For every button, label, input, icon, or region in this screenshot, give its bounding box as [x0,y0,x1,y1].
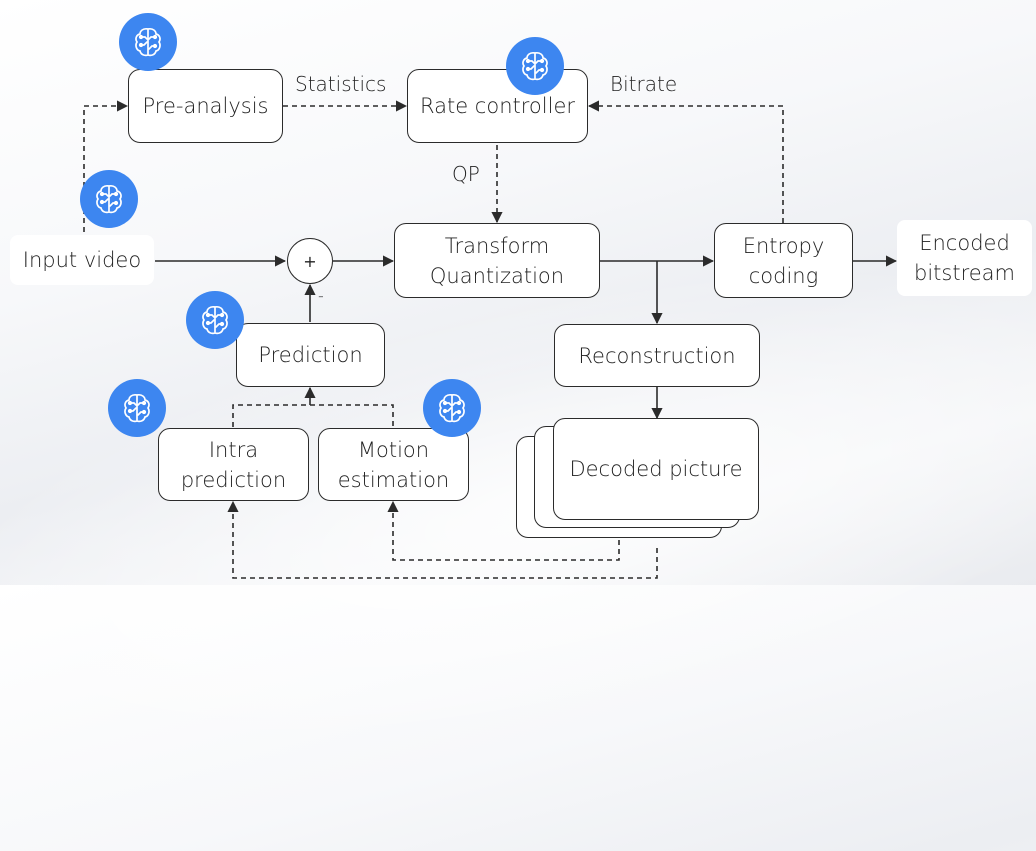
minus-label: - [318,286,324,305]
entropy-coding-node: Entropy coding [714,223,853,298]
edge-feedback-merge [232,404,394,427]
decoded-picture-node: Decoded picture [553,418,759,520]
encoded-bitstream-node: Encoded bitstream [897,220,1032,296]
intra-prediction-node: Intra prediction [158,428,309,501]
brain-circuit-icon [506,37,564,95]
motion-estimation-node: Motion estimation [318,428,469,501]
transform-quantization-node: Transform Quantization [394,223,600,298]
edge-bitrate [587,100,784,223]
statistics-label: Statistics [295,72,387,96]
connector-layer [83,100,898,579]
brain-circuit-icon [186,291,244,349]
brain-circuit-icon [423,379,481,437]
brain-circuit-icon [108,379,166,437]
pre-analysis-node: Pre-analysis [128,69,283,143]
edge-input-to-preanalysis [83,100,129,232]
qp-label: QP [452,162,480,186]
summation-node: + [287,238,333,284]
brain-circuit-icon [80,170,138,228]
prediction-node: Prediction [236,323,385,387]
rate-controller-node: Rate controller [407,69,588,143]
input-video-node: Input video [10,235,154,285]
brain-circuit-icon [119,13,177,71]
bitrate-label: Bitrate [610,72,678,96]
reconstruction-node: Reconstruction [554,324,760,387]
edge-decoded-to-motion [387,500,620,561]
